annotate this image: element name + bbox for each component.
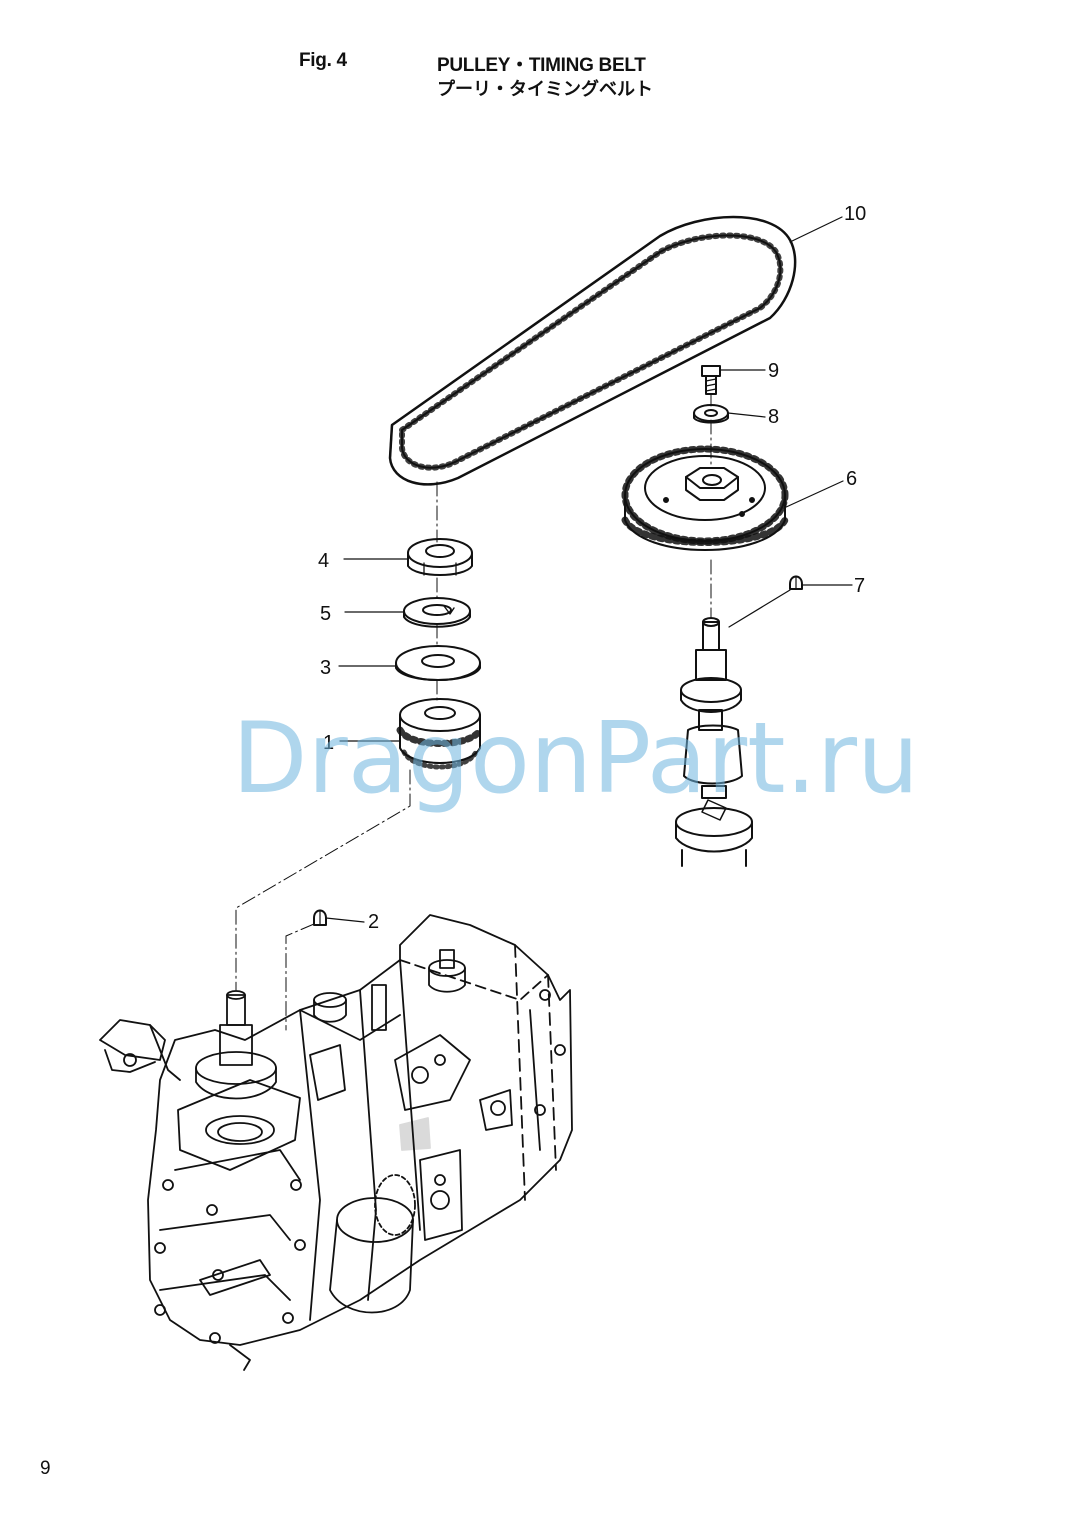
callout-4: 4 bbox=[318, 550, 329, 572]
page-title: PULLEY・TIMING BELT bbox=[437, 55, 646, 76]
lock-washer bbox=[403, 597, 471, 628]
woodruff-key-lower bbox=[313, 909, 327, 926]
crankshaft-pulley bbox=[396, 698, 484, 770]
callout-9: 9 bbox=[768, 360, 779, 382]
camshaft bbox=[675, 617, 753, 867]
callout-5: 5 bbox=[320, 603, 331, 625]
callout-3: 3 bbox=[320, 657, 331, 679]
page-number: 9 bbox=[40, 1458, 51, 1479]
callout-7: 7 bbox=[854, 575, 865, 597]
engine-block bbox=[99, 914, 573, 1371]
callout-10: 10 bbox=[844, 203, 866, 225]
timing-belt bbox=[388, 215, 797, 486]
nut bbox=[407, 538, 473, 576]
watermark: DragonPart.ru bbox=[232, 702, 919, 816]
callout-2: 2 bbox=[368, 911, 379, 933]
callout-8: 8 bbox=[768, 406, 779, 428]
pulley-plate bbox=[395, 645, 481, 681]
camshaft-pulley bbox=[621, 445, 789, 551]
callout-1: 1 bbox=[323, 732, 334, 754]
callout-labels: 1 2 3 4 5 6 7 8 9 10 bbox=[318, 203, 866, 933]
callout-6: 6 bbox=[846, 468, 857, 490]
leader-lines bbox=[325, 216, 853, 923]
page-subtitle: プーリ・タイミングベルト bbox=[437, 79, 653, 100]
assembly-center-lines bbox=[235, 393, 712, 1031]
figure-label: Fig. 4 bbox=[299, 50, 347, 71]
woodruff-key-upper bbox=[789, 575, 803, 590]
bolt bbox=[701, 365, 721, 395]
